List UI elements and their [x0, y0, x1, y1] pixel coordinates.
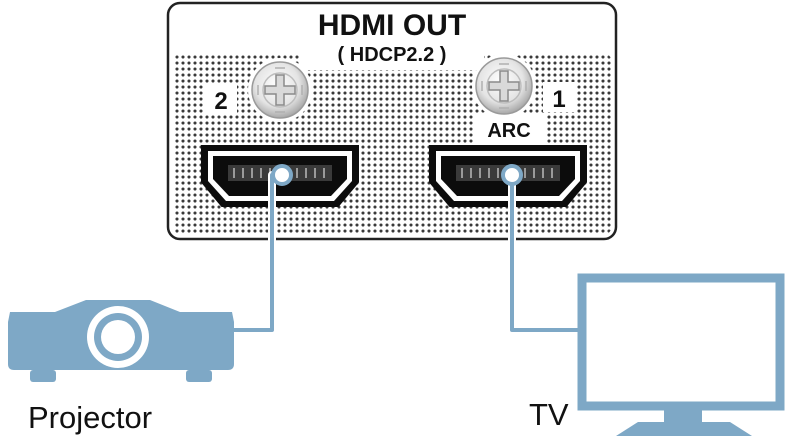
cable-plug-1	[501, 164, 523, 186]
screw-icon	[251, 61, 309, 119]
port-1-label: 1	[552, 86, 565, 113]
tv-label: TV	[529, 397, 569, 432]
tv-cable	[508, 171, 582, 334]
tv-icon	[577, 273, 785, 436]
cable-plug-2	[271, 164, 293, 186]
hdmi-out-panel: HDMI OUT ( HDCP2.2 ) 2 1 ARC	[166, 1, 618, 241]
cables	[228, 164, 582, 334]
panel-title: HDMI OUT	[318, 9, 466, 42]
port-2-label: 2	[214, 88, 227, 115]
screw-icon	[475, 57, 533, 115]
projector-label: Projector	[28, 400, 152, 435]
panel-subtitle: ( HDCP2.2 )	[338, 44, 447, 66]
projector-icon	[8, 300, 234, 382]
arc-label: ARC	[487, 120, 530, 142]
